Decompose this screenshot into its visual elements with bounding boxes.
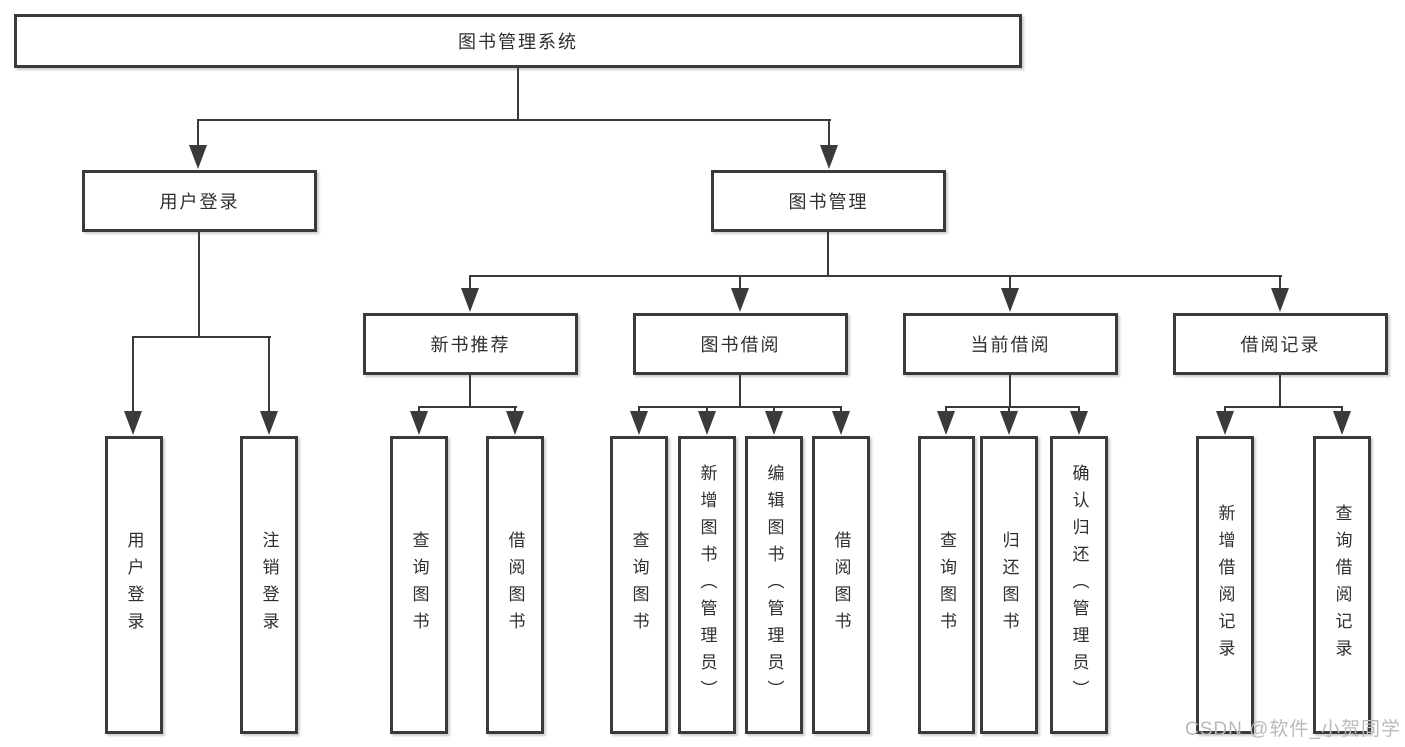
leaf-edit-books-admin-label: 编辑图书（管理员）	[764, 463, 784, 707]
connector-user-login-stem	[198, 230, 200, 338]
leaf-query-books-current-label: 查询图书	[937, 531, 956, 639]
leaf-logout: 注销登录	[240, 436, 298, 734]
arrow-down-icon	[820, 145, 838, 169]
arrow-down-icon	[189, 145, 207, 169]
connector	[268, 336, 270, 414]
node-user-login: 用户登录	[82, 170, 317, 232]
arrow-down-icon	[765, 411, 783, 435]
connector	[1279, 275, 1281, 291]
arrow-down-icon	[506, 411, 524, 435]
connector	[1341, 406, 1343, 414]
leaf-borrow-books-recommend-label: 借阅图书	[505, 531, 525, 639]
connector-book-mgmt-stem	[827, 230, 829, 277]
leaf-borrow-books-label: 借阅图书	[831, 531, 851, 639]
node-borrow-records: 借阅记录	[1173, 313, 1388, 375]
leaf-edit-books-admin: 编辑图书（管理员）	[745, 436, 803, 734]
arrow-down-icon	[698, 411, 716, 435]
leaf-query-books-recommend-label: 查询图书	[409, 531, 429, 639]
connector	[638, 406, 842, 408]
node-new-book-recommend: 新书推荐	[363, 313, 578, 375]
leaf-return-books: 归还图书	[980, 436, 1038, 734]
connector	[469, 373, 471, 408]
node-book-management-label: 图书管理	[788, 192, 869, 212]
connector	[1224, 406, 1343, 408]
leaf-return-books-label: 归还图书	[999, 531, 1019, 639]
node-book-borrow-label: 图书借阅	[700, 335, 781, 355]
leaf-add-books-admin-label: 新增图书（管理员）	[697, 463, 717, 707]
connector-root-stem	[517, 66, 519, 121]
connector	[1008, 406, 1010, 414]
leaf-user-login: 用户登录	[105, 436, 163, 734]
arrow-down-icon	[260, 411, 278, 435]
connector	[1224, 406, 1226, 414]
node-root-label: 图书管理系统	[458, 32, 578, 52]
arrow-down-icon	[832, 411, 850, 435]
leaf-query-books-borrow: 查询图书	[610, 436, 668, 734]
connector-book-mgmt-branch	[469, 275, 1282, 277]
leaf-query-borrow-record: 查询借阅记录	[1313, 436, 1371, 734]
leaf-logout-label: 注销登录	[259, 531, 279, 639]
node-borrow-records-label: 借阅记录	[1240, 335, 1321, 355]
watermark: CSDN @软件_小贺同学	[1185, 719, 1401, 740]
connector	[706, 406, 708, 414]
arrow-down-icon	[1271, 288, 1289, 312]
node-book-management: 图书管理	[711, 170, 946, 232]
connector	[840, 406, 842, 414]
arrow-down-icon	[731, 288, 749, 312]
leaf-borrow-books-recommend: 借阅图书	[486, 436, 544, 734]
connector	[197, 119, 199, 149]
connector	[739, 275, 741, 291]
leaf-user-login-label: 用户登录	[124, 531, 144, 639]
arrow-down-icon	[1001, 288, 1019, 312]
connector	[132, 336, 134, 414]
connector	[469, 275, 471, 291]
arrow-down-icon	[1216, 411, 1234, 435]
leaf-add-borrow-record-label: 新增借阅记录	[1215, 504, 1235, 666]
connector	[638, 406, 640, 414]
node-root: 图书管理系统	[14, 14, 1022, 68]
arrow-down-icon	[124, 411, 142, 435]
connector-root-branch	[197, 119, 831, 121]
connector	[773, 406, 775, 414]
leaf-borrow-books: 借阅图书	[812, 436, 870, 734]
connector	[1279, 373, 1281, 408]
connector	[1009, 275, 1011, 291]
leaf-add-books-admin: 新增图书（管理员）	[678, 436, 736, 734]
node-current-borrow: 当前借阅	[903, 313, 1118, 375]
leaf-query-borrow-record-label: 查询借阅记录	[1332, 504, 1352, 666]
leaf-query-books-borrow-label: 查询图书	[629, 531, 649, 639]
connector	[828, 119, 830, 149]
arrow-down-icon	[1000, 411, 1018, 435]
node-current-borrow-label: 当前借阅	[970, 335, 1051, 355]
arrow-down-icon	[937, 411, 955, 435]
connector	[945, 406, 1080, 408]
leaf-query-books-recommend: 查询图书	[390, 436, 448, 734]
arrow-down-icon	[1070, 411, 1088, 435]
connector	[945, 406, 947, 414]
connector	[418, 406, 420, 414]
arrow-down-icon	[630, 411, 648, 435]
connector-user-login-branch	[132, 336, 271, 338]
connector	[514, 406, 516, 414]
connector	[1078, 406, 1080, 414]
leaf-add-borrow-record: 新增借阅记录	[1196, 436, 1254, 734]
connector	[418, 406, 517, 408]
node-user-login-label: 用户登录	[159, 192, 240, 212]
leaf-confirm-return-admin: 确认归还（管理员）	[1050, 436, 1108, 734]
node-book-borrow: 图书借阅	[633, 313, 848, 375]
connector	[1009, 373, 1011, 408]
arrow-down-icon	[1333, 411, 1351, 435]
leaf-query-books-current: 查询图书	[918, 436, 975, 734]
arrow-down-icon	[410, 411, 428, 435]
node-new-book-recommend-label: 新书推荐	[430, 335, 511, 355]
connector	[739, 373, 741, 408]
leaf-confirm-return-admin-label: 确认归还（管理员）	[1069, 463, 1089, 707]
arrow-down-icon	[461, 288, 479, 312]
